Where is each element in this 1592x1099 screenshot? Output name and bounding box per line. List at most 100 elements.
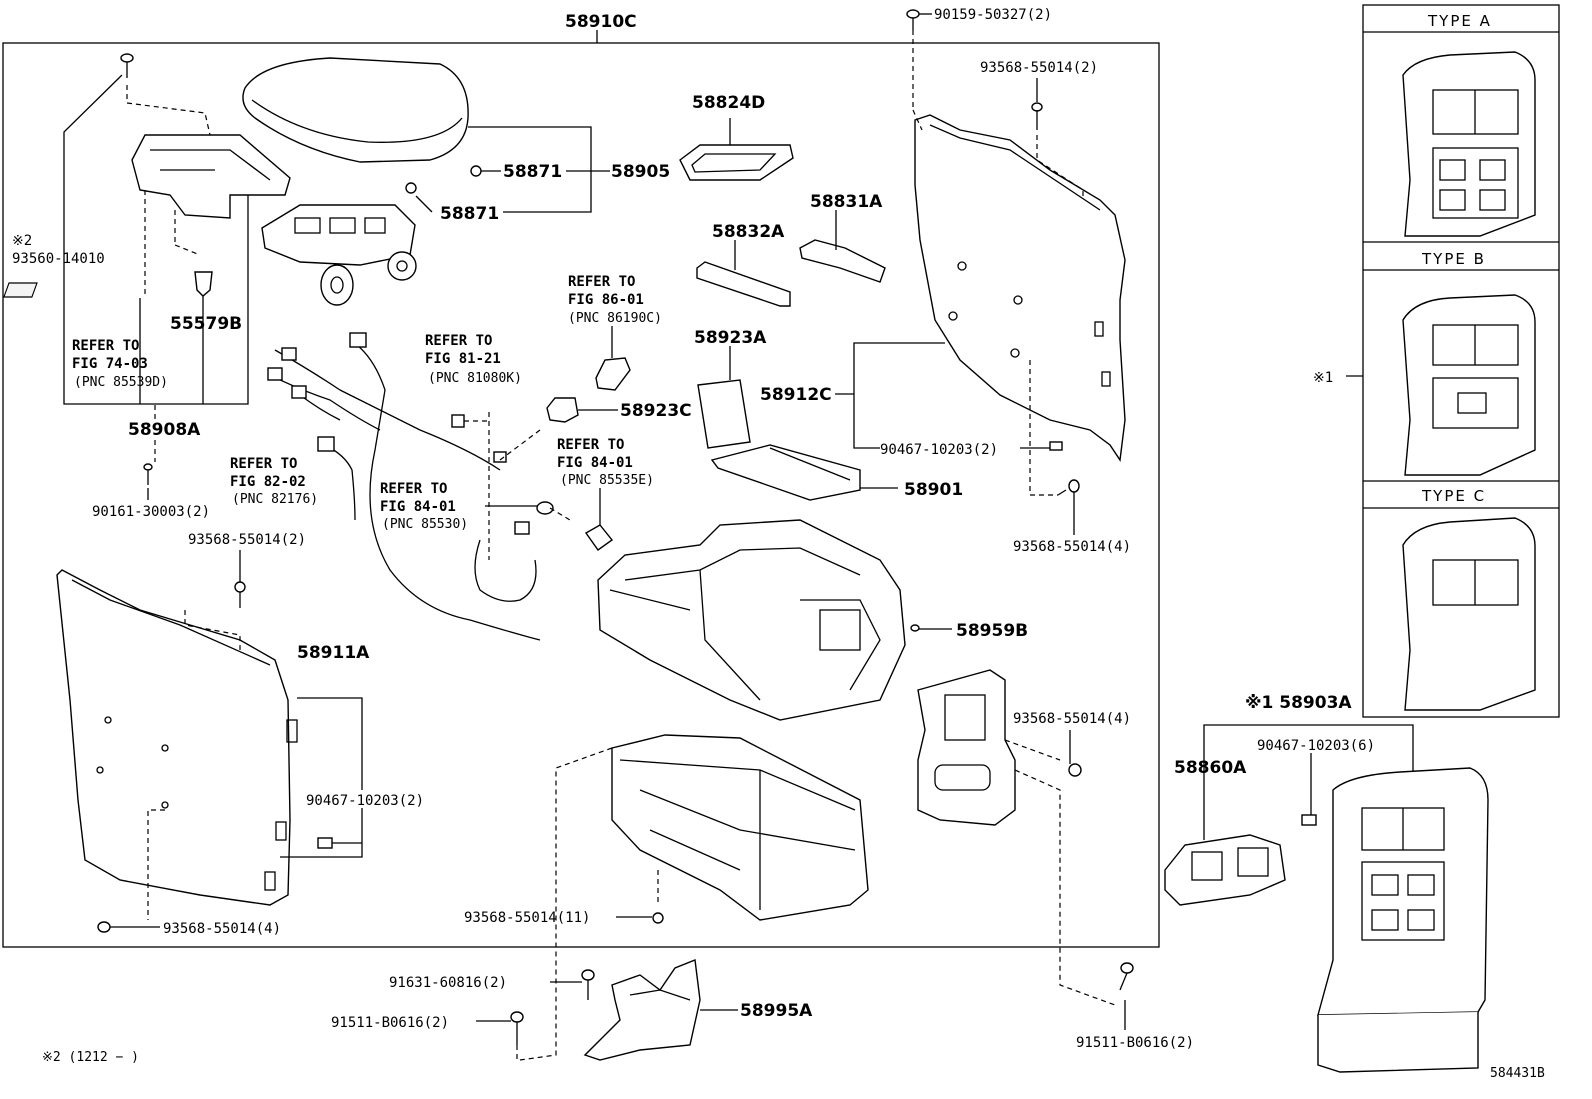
label-91511-left: 91511-B0616(2) [331,1015,449,1031]
mark-2-note: ※2 (1212 − ) [42,1050,139,1065]
wire-harness [267,332,541,641]
svg-text:(PNC 85530): (PNC 85530) [382,517,468,532]
clip-55579B [194,271,213,297]
lower-box [611,734,869,921]
svg-text:FIG 84-01: FIG 84-01 [380,499,456,515]
svg-text:REFER TO: REFER TO [568,274,635,290]
label-90467-mid: 90467-10203(2) [880,442,998,458]
label-91631: 91631-60816(2) [389,975,507,991]
bolt-91511-right [1119,962,1134,991]
svg-text:(PNC 82176): (PNC 82176) [232,492,318,507]
socket-85535E [584,524,614,551]
screw-93568-bottomleft [97,921,128,933]
label-58923C: 58923C [620,401,692,421]
label-93568-frame: 93568-55014(4) [1013,711,1131,727]
refer-74-03: REFER TO FIG 74-03 (PNC 85539D) [72,338,168,390]
label-58911A: 58911A [297,643,370,663]
strip-58832A [696,261,791,307]
label-58959B: 58959B [956,621,1028,641]
main-frame [2,42,1160,948]
svg-text:(PNC 86190C): (PNC 86190C) [568,311,662,326]
type-a-panel [1402,51,1536,237]
label-58832A: 58832A [712,222,785,242]
type-frame [1362,4,1560,718]
mark-1: ※1 [1313,370,1333,386]
label-93568-top: 93568-55014(2) [980,60,1098,76]
screw-90159 [906,9,920,30]
svg-text:(PNC 85535E): (PNC 85535E) [560,473,654,488]
svg-text:(PNC 81080K): (PNC 81080K) [428,371,522,386]
side-panel-right [914,114,1126,462]
refer-81-21: REFER TO FIG 81-21 (PNC 81080K) [425,333,522,386]
console-box [597,519,906,721]
screw-93568-frame [1068,763,1082,777]
label-58871-b: 58871 [440,204,499,224]
vent-58860A [1164,834,1286,906]
svg-text:REFER TO: REFER TO [230,456,297,472]
lid-58901 [710,444,861,501]
screw-93568-left [234,581,246,608]
side-panel-left [56,569,298,906]
label-93560: 93560-14010 [12,251,105,267]
label-58912C: 58912C [760,385,832,405]
bolt-91511-left [510,1011,524,1045]
rear-panel-58903A [1317,767,1489,1073]
label-58910C: 58910C [565,12,637,32]
label-58860A: 58860A [1174,758,1247,778]
label-90467-left: 90467-10203(2) [306,793,424,809]
svg-text:REFER TO: REFER TO [380,481,447,497]
label-58903A: ※1 58903A [1245,693,1352,713]
label-90161: 90161-30003(2) [92,504,210,520]
mark-2: ※2 [12,233,32,249]
type-c-label: TYPE C [1421,487,1486,505]
label-58923A: 58923A [694,328,767,348]
label-93568-left: 93568-55014(2) [188,532,306,548]
svg-text:FIG 82-02: FIG 82-02 [230,474,306,490]
label-58901: 58901 [904,480,963,500]
svg-text:REFER TO: REFER TO [72,338,139,354]
label-58831A: 58831A [810,192,883,212]
bracket-58995A [583,959,701,1061]
label-58995A: 58995A [740,1001,813,1021]
type-b-panel [1402,294,1536,476]
label-93568-right: 93568-55014(4) [1013,539,1131,555]
label-91511-right: 91511-B0616(2) [1076,1035,1194,1051]
svg-text:FIG 84-01: FIG 84-01 [557,455,633,471]
socket-85530 [536,501,571,521]
svg-text:FIG 74-03: FIG 74-03 [72,356,148,372]
screw-93568-right [1057,479,1080,496]
label-90467-6: 90467-10203(6) [1257,738,1375,754]
label-58905: 58905 [611,162,670,182]
strip-58831A [799,239,886,283]
screw-93568-top [1031,102,1043,130]
label-93568-11: 93568-55014(11) [464,910,590,926]
switch-58923C [546,397,579,423]
type-a-label: TYPE A [1427,12,1492,30]
switch-86190C [595,357,631,391]
armrest-lid [242,57,469,163]
label-58824D: 58824D [692,93,765,113]
label-90159: 90159-50327(2) [934,7,1052,23]
figure-code: 584431B [1490,1066,1545,1081]
svg-text:REFER TO: REFER TO [557,437,624,453]
svg-text:REFER TO: REFER TO [425,333,492,349]
type-c-panel [1402,517,1536,711]
svg-text:FIG 81-21: FIG 81-21 [425,351,501,367]
bolt-91631 [581,969,595,1000]
refer-84-01-85530: REFER TO FIG 84-01 (PNC 85530) [380,481,468,532]
tray-58824D [679,144,794,181]
label-58871-a: 58871 [503,162,562,182]
type-b-label: TYPE B [1421,250,1486,268]
bolt-90161 [143,463,153,485]
label-55579B: 55579B [170,314,242,334]
label-58908A: 58908A [128,420,201,440]
screw-93560 [120,53,134,78]
hinge-mechanism [261,204,417,306]
bracket-plate [917,669,1016,826]
refer-86-01: REFER TO FIG 86-01 (PNC 86190C) [568,274,662,326]
svg-text:(PNC 85539D): (PNC 85539D) [74,375,168,390]
refer-84-01-85535E: REFER TO FIG 84-01 (PNC 85535E) [557,437,654,488]
refer-82-02: REFER TO FIG 82-02 (PNC 82176) [230,456,318,507]
lid-58923A [697,379,751,449]
